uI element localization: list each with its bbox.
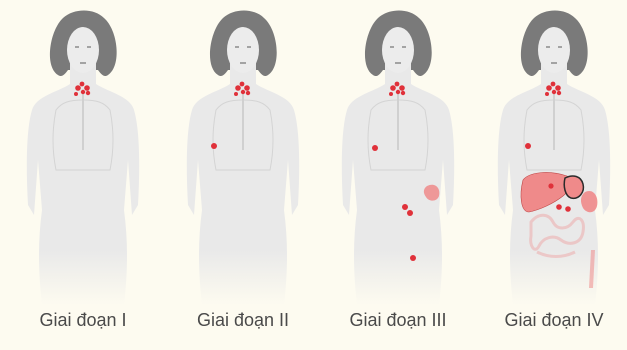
armpit-lymph-marker bbox=[525, 143, 531, 149]
stage-4-panel: Giai đoạn IV bbox=[479, 0, 627, 350]
stage-4-figure bbox=[479, 0, 627, 305]
stage-1-label: Giai đoạn I bbox=[8, 310, 158, 331]
face bbox=[67, 27, 99, 73]
stage-1-panel: Giai đoạn I bbox=[8, 0, 158, 350]
stage-2-panel: Giai đoạn II bbox=[168, 0, 318, 350]
stage-3-label: Giai đoạn III bbox=[323, 310, 473, 331]
face bbox=[382, 27, 414, 73]
stomach-icon bbox=[564, 176, 583, 198]
armpit-lymph-marker bbox=[211, 143, 217, 149]
stage-1-figure bbox=[8, 0, 158, 305]
stage-3-figure bbox=[323, 0, 473, 305]
stage-2-label: Giai đoạn II bbox=[168, 310, 318, 331]
face bbox=[538, 27, 570, 73]
face bbox=[227, 27, 259, 73]
stage-3-panel: Giai đoạn III bbox=[323, 0, 473, 350]
stage-4-label: Giai đoạn IV bbox=[479, 310, 627, 331]
armpit-lymph-marker bbox=[372, 145, 378, 151]
stage-2-figure bbox=[168, 0, 318, 305]
